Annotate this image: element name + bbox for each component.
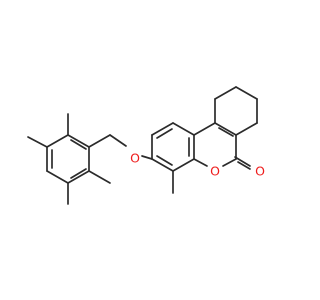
carbonyl-oxygen-label: O (255, 164, 265, 179)
bond (67, 134, 90, 148)
methyl-bond-upper-left (27, 136, 48, 148)
bond (214, 86, 237, 100)
tetramethylbenzene-ring (46, 134, 90, 184)
bond-carbonyl-c-to-ring-o (222, 158, 237, 167)
double-bond-inner (156, 128, 173, 139)
bond (214, 122, 237, 136)
benzyl-ether-linker: O (88, 134, 153, 166)
lactone-ring: O O (193, 122, 265, 179)
bond (235, 122, 258, 136)
bond (193, 122, 216, 136)
ether-oxygen-label: O (130, 151, 140, 166)
bond (172, 158, 195, 172)
bond (235, 86, 258, 100)
structure-drawing: O O O (0, 0, 300, 300)
bond (151, 122, 174, 136)
bond-o-to-aryl (141, 155, 153, 160)
double-bond-inner (70, 139, 87, 150)
bond (172, 122, 195, 136)
ring-oxygen-label: O (210, 164, 220, 179)
bond (67, 170, 90, 184)
bond-ring-to-ch2 (88, 134, 111, 148)
double-bond-inner (70, 168, 87, 179)
methyl-bond-lower-right (88, 170, 111, 184)
cyclohexene-ring (214, 86, 258, 136)
carbonyl-bond-a (234, 156, 251, 167)
double-bond-inner (156, 155, 173, 166)
bond (46, 170, 69, 184)
bond (151, 158, 174, 172)
molecule-diagram: O O O (0, 0, 300, 300)
methyl-groups (27, 113, 111, 205)
carbonyl-bond-b (237, 161, 251, 170)
bond-ch2-to-o (109, 134, 127, 147)
bond (46, 134, 69, 148)
coumarin-benzene-ring (151, 122, 195, 194)
bond-ring-o-to-aryl (193, 158, 208, 167)
double-bond-inner (218, 127, 234, 137)
canvas-background (0, 0, 300, 300)
